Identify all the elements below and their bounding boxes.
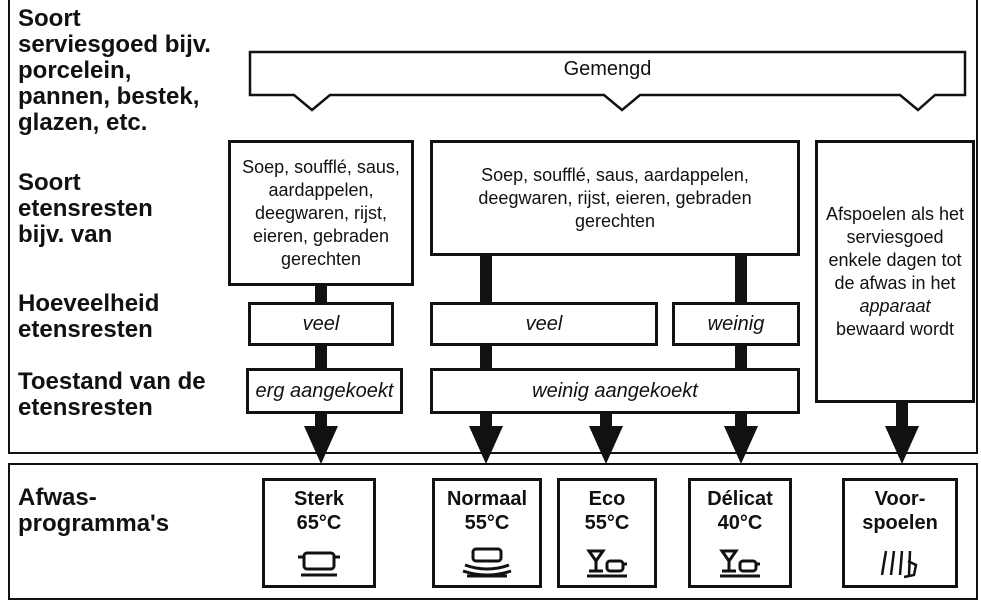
condition-erg: erg aangekoekt xyxy=(246,368,403,414)
amount-veel-left: veel xyxy=(248,302,394,346)
banner-label: Gemengd xyxy=(563,58,652,80)
top-frame xyxy=(8,0,978,454)
spray-icon xyxy=(845,547,955,579)
glass-cup-icon xyxy=(560,549,654,579)
bottom-frame xyxy=(8,463,978,600)
label-hoeveelheid: Hoeveelheid etensresten xyxy=(18,290,160,343)
glass-cup-icon xyxy=(691,549,789,579)
food-box-left: Soep, soufflé, saus,aardappelen,deegware… xyxy=(228,140,414,286)
amount-veel-middle: veel xyxy=(430,302,658,346)
amount-weinig: weinig xyxy=(672,302,800,346)
program-voorspoelen[interactable]: Voor-spoelen xyxy=(842,478,958,588)
food-box-middle: Soep, soufflé, saus, aardappelen,deegwar… xyxy=(430,140,800,256)
label-programmas: Afwas- programma's xyxy=(18,484,170,537)
banner-shape xyxy=(248,50,967,112)
plates-icon xyxy=(435,547,539,579)
condition-weinig: weinig aangekoekt xyxy=(430,368,800,414)
label-serviesgoed: Soort serviesgoed bijv. porcelein, panne… xyxy=(18,5,211,136)
pot-icon xyxy=(265,549,373,579)
label-etensresten: Soort etensresten bijv. van xyxy=(18,169,153,248)
label-toestand: Toestand van de etensresten xyxy=(18,368,206,421)
